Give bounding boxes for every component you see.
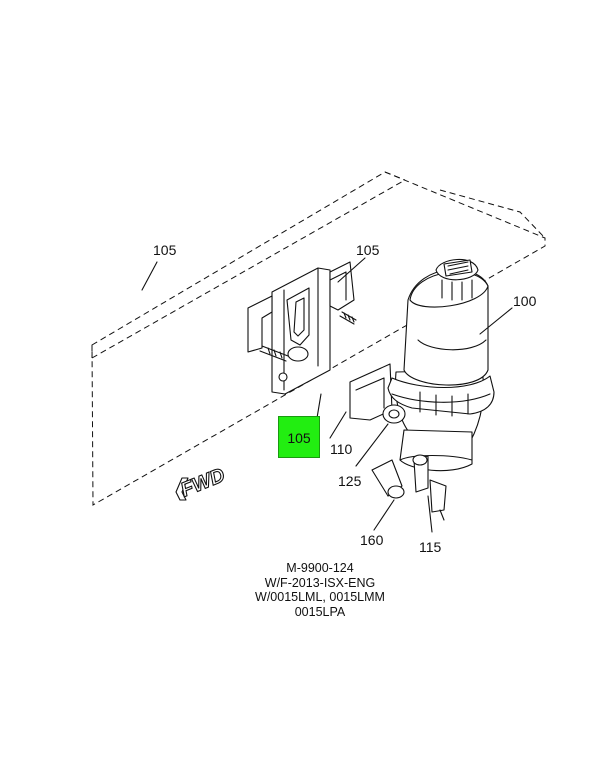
fwd-label: FWD [178, 464, 228, 501]
bolt-lower [259, 345, 309, 362]
fwd-direction-marker: FWD [175, 464, 229, 502]
callout-115: 115 [419, 539, 442, 555]
fwd-arrow-icon [175, 477, 189, 501]
highlight-box-105[interactable] [278, 416, 320, 458]
callout-125: 125 [338, 473, 362, 489]
callout-110: 110 [330, 441, 353, 457]
caption-line-4: 0015LPA [294, 604, 346, 619]
caption-line-3: W/0015LML, 0015LMM [255, 590, 385, 604]
mounting-bracket [247, 261, 355, 395]
callout-105-frame-rail: 105 [153, 242, 177, 258]
leader-lines [141, 257, 513, 533]
fitting-160 [371, 459, 405, 499]
fuel-filter-assembly [349, 258, 495, 472]
fitting-115 [412, 454, 447, 521]
callout-100: 100 [513, 293, 537, 309]
callout-160: 160 [360, 532, 384, 548]
fitting-125 [382, 404, 406, 424]
callout-105-highlighted[interactable]: 105 [287, 430, 311, 446]
callout-105-bolt: 105 [356, 242, 380, 258]
caption-line-1: M-9900-124 [286, 561, 354, 575]
frame-rail [91, 171, 546, 506]
bolt-upper [339, 311, 357, 325]
caption-line-2: W/F-2013-ISX-ENG [264, 575, 376, 590]
diagram-caption: M-9900-124 W/F-2013-ISX-ENG W/0015LML, 0… [200, 561, 440, 619]
